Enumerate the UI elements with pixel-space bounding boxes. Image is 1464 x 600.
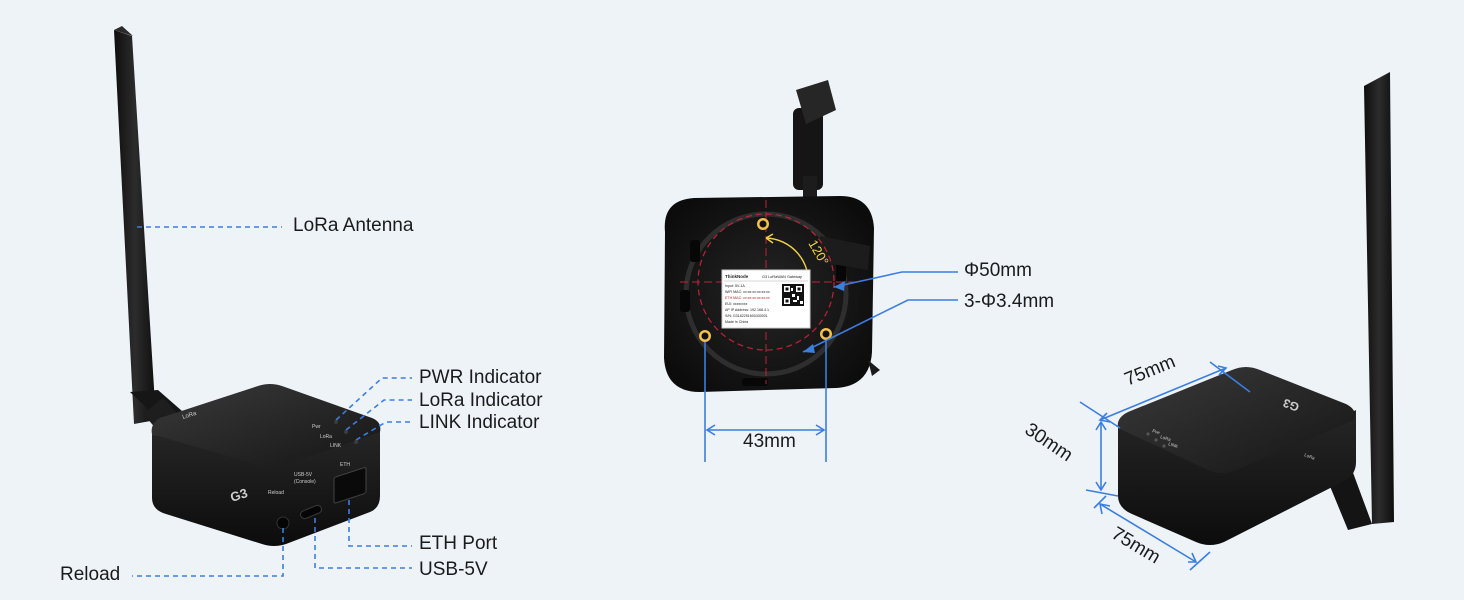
middle-gateway: 120° ThinkNode G3 LoRaWAN Gateway Input:… bbox=[664, 80, 880, 392]
antenna-callout: LoRa Antenna bbox=[293, 215, 414, 236]
holes-dimension: 3-Φ3.4mm bbox=[964, 291, 1055, 312]
middle-antenna bbox=[793, 80, 836, 198]
sticker-eth-mac: ETH MAC: xx:xx:xx:xx:xx:xx bbox=[725, 296, 770, 300]
reload-callout: Reload bbox=[60, 564, 121, 585]
left-lora-led bbox=[344, 430, 348, 434]
sticker-wifi-mac: WiFi MAC: xx:xx:xx:xx:xx:xx bbox=[725, 290, 770, 294]
right-gateway: Pwr LoRa LINK G3 LoRa bbox=[1117, 72, 1394, 545]
left-pwr-text: Pwr bbox=[312, 424, 321, 430]
eth-port-callout: ETH Port bbox=[419, 533, 498, 554]
left-lora-text: LoRa bbox=[320, 434, 332, 440]
left-reload-button bbox=[276, 516, 290, 530]
left-reload-text: Reload bbox=[268, 490, 284, 496]
left-link-text: LINK bbox=[330, 443, 342, 449]
qr-code-icon bbox=[782, 284, 804, 306]
spacing-dimension: 43mm bbox=[743, 431, 796, 452]
label-sticker: ThinkNode G3 LoRaWAN Gateway Input: 5V-1… bbox=[721, 269, 811, 329]
sticker-ap-ip: AP IP Address: 192.168.4.1 bbox=[725, 308, 769, 312]
link-indicator-callout: LINK Indicator bbox=[419, 412, 540, 433]
sticker-origin: Made in China bbox=[725, 320, 748, 324]
right-body-top bbox=[1117, 367, 1355, 473]
left-usb-text-2: (Console) bbox=[294, 479, 316, 485]
left-antenna bbox=[114, 26, 190, 436]
right-link-text: LINK bbox=[1168, 441, 1179, 449]
sticker-sn: S/N: G3182251600430001 bbox=[725, 314, 768, 318]
left-usb-text-1: USB-5V bbox=[294, 472, 313, 478]
left-eth-text: ETH bbox=[340, 462, 350, 468]
sticker-brand: ThinkNode bbox=[725, 274, 749, 279]
left-pwr-led bbox=[334, 420, 338, 424]
left-usb-port bbox=[300, 504, 322, 520]
hole-circle-dimension: Φ50mm bbox=[964, 260, 1032, 281]
pwr-indicator-callout: PWR Indicator bbox=[419, 367, 542, 388]
right-top-lora-text: LoRa bbox=[1304, 452, 1316, 461]
right-model-text: G3 bbox=[1281, 396, 1301, 415]
left-model-text: G3 bbox=[228, 485, 249, 505]
right-pwr-text: Pwr bbox=[1152, 428, 1161, 435]
right-dimension-lines bbox=[1079, 361, 1251, 571]
left-link-led bbox=[354, 440, 358, 444]
left-gateway: LoRa Pwr LoRa LINK G3 Reload USB-5V (Con… bbox=[114, 26, 381, 546]
sticker-input: Input: 5V-1A bbox=[725, 284, 745, 288]
sticker-product: G3 LoRaWAN Gateway bbox=[762, 275, 802, 279]
left-body-top bbox=[151, 384, 381, 468]
left-body-side bbox=[152, 430, 380, 546]
sticker-eui: EUI: xxxxxxxx bbox=[725, 302, 748, 306]
left-leader-lines bbox=[132, 226, 412, 577]
right-lora-text: LoRa bbox=[1160, 434, 1172, 442]
usb-callout: USB-5V bbox=[419, 559, 488, 580]
middle-dimension-lines bbox=[704, 271, 958, 462]
lora-indicator-callout: LoRa Indicator bbox=[419, 390, 543, 411]
left-eth-port bbox=[333, 467, 367, 504]
left-top-lora-text: LoRa bbox=[182, 411, 198, 421]
